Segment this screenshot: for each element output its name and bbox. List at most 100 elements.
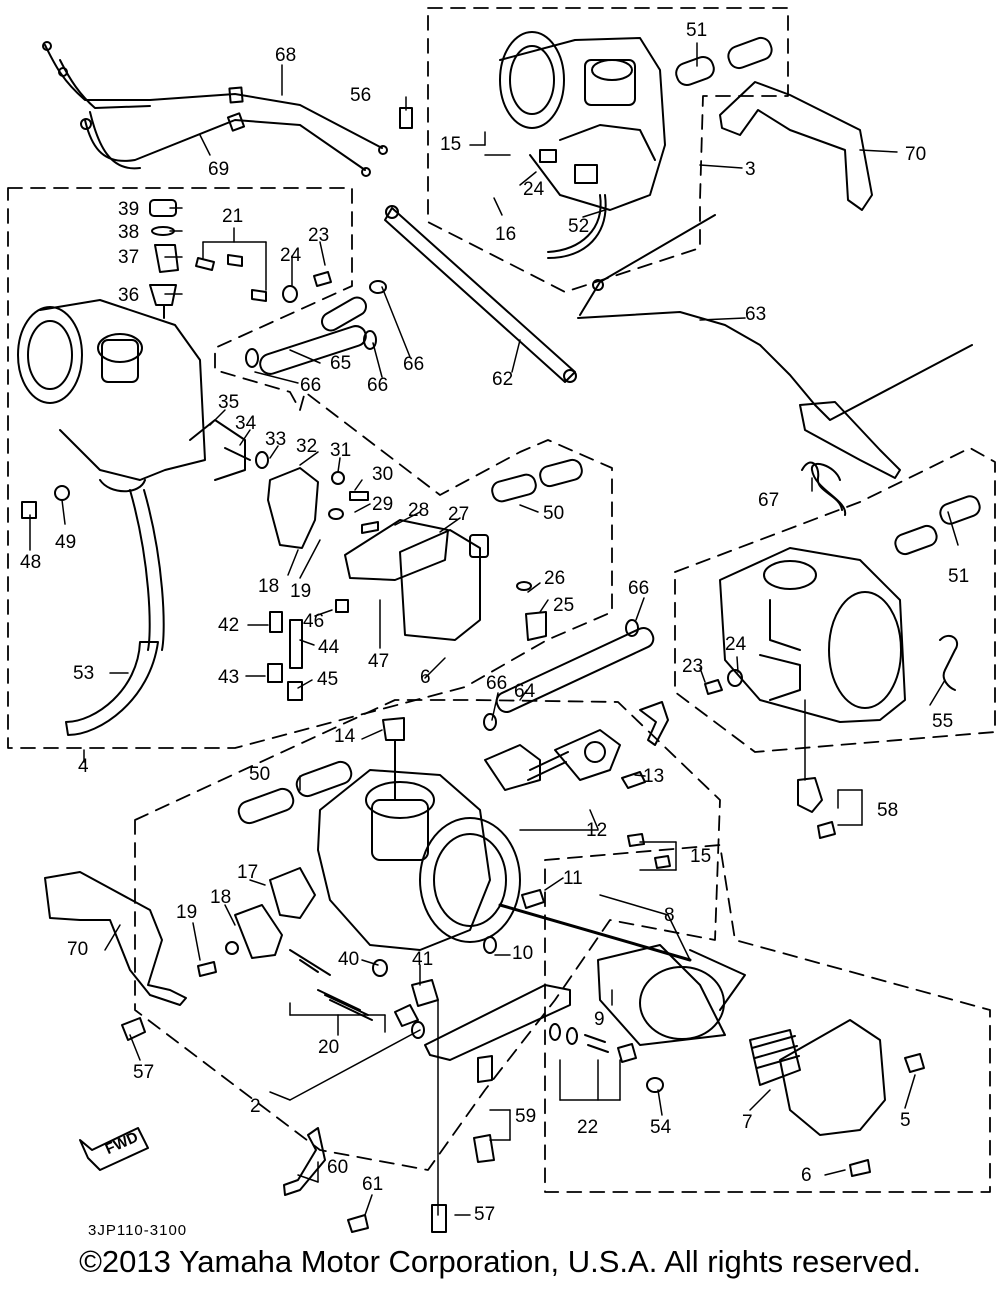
group-right-carb-outline — [674, 447, 996, 753]
group-4-outline — [7, 187, 613, 749]
callout-57: 57 — [133, 1062, 155, 1083]
callout-47: 47 — [368, 651, 390, 672]
callout-58: 58 — [877, 800, 899, 821]
callout-36: 36 — [118, 285, 140, 306]
hose-53 — [65, 641, 159, 736]
drawing-code: 3JP110-3100 — [88, 1222, 188, 1239]
callout-42: 42 — [218, 615, 240, 636]
callout-34: 34 — [235, 413, 257, 434]
callout-6: 6 — [801, 1165, 812, 1186]
leader-lines — [29, 42, 959, 1216]
callout-7: 7 — [742, 1112, 753, 1133]
callout-60: 60 — [327, 1157, 349, 1178]
callout-10: 10 — [512, 943, 534, 964]
carb-assembly-right — [719, 462, 906, 723]
callout-2: 2 — [250, 1096, 261, 1117]
parts-12-13 — [484, 701, 669, 791]
tubes-51-top — [675, 36, 773, 87]
callout-3: 3 — [745, 159, 756, 180]
callout-20: 20 — [318, 1037, 340, 1058]
screws-15-lower — [627, 833, 671, 869]
bracket-70-top — [719, 81, 873, 211]
callout-63: 63 — [745, 304, 767, 325]
tubes-50-lower — [237, 760, 353, 825]
callout-50: 50 — [249, 764, 271, 785]
callout-66: 66 — [486, 673, 508, 694]
callout-12: 12 — [586, 820, 608, 841]
callout-19: 19 — [290, 581, 312, 602]
callout-19: 19 — [176, 902, 198, 923]
clip-66-mid — [625, 619, 639, 637]
group-outlines — [7, 7, 996, 1193]
bracket-70-lower — [44, 871, 187, 1006]
callout-6: 6 — [420, 667, 431, 688]
callout-17: 17 — [237, 862, 259, 883]
callout-33: 33 — [265, 429, 287, 450]
callout-9: 9 — [594, 1009, 605, 1030]
callout-51: 51 — [686, 20, 708, 41]
callout-35: 35 — [218, 392, 240, 413]
callout-51: 51 — [948, 566, 970, 587]
callout-13: 13 — [643, 766, 665, 787]
callout-30: 30 — [372, 464, 394, 485]
callout-56: 56 — [350, 85, 372, 106]
plate-and-59 — [424, 984, 571, 1163]
callout-23: 23 — [682, 656, 704, 677]
callout-69: 69 — [208, 159, 230, 180]
parts-10-40-41 — [372, 936, 497, 1007]
callout-68: 68 — [275, 45, 297, 66]
callout-38: 38 — [118, 222, 140, 243]
callout-11: 11 — [563, 868, 583, 889]
callout-59: 59 — [515, 1106, 537, 1127]
clip-66-lower — [483, 713, 497, 731]
spring-67 — [801, 461, 843, 511]
callout-40: 40 — [338, 949, 360, 970]
callout-8: 8 — [664, 905, 675, 926]
bolt-57-lower — [431, 1204, 447, 1233]
screws-23-24-right — [704, 669, 743, 695]
callout-26: 26 — [544, 568, 566, 589]
callout-5: 5 — [900, 1110, 911, 1131]
callout-50: 50 — [543, 503, 565, 524]
clip-55 — [939, 634, 959, 691]
small-parts-42-46 — [267, 599, 349, 701]
callout-31: 31 — [330, 440, 352, 461]
tubes-51-right — [894, 495, 981, 556]
callout-53: 53 — [73, 663, 95, 684]
callout-39: 39 — [118, 199, 140, 220]
callout-15: 15 — [690, 846, 712, 867]
part-58 — [797, 777, 836, 839]
callout-66: 66 — [403, 354, 425, 375]
callout-61: 61 — [362, 1174, 384, 1195]
callout-43: 43 — [218, 667, 240, 688]
callout-54: 54 — [650, 1117, 672, 1138]
parts-60-61 — [283, 1127, 369, 1233]
callout-14: 14 — [334, 726, 356, 747]
callout-44: 44 — [318, 637, 340, 658]
bolt-56 — [399, 107, 413, 129]
callout-22: 22 — [577, 1117, 599, 1138]
callout-70: 70 — [905, 144, 927, 165]
tube-64 — [495, 626, 655, 714]
callout-65: 65 — [330, 353, 352, 374]
callout-66: 66 — [367, 375, 389, 396]
callout-29: 29 — [372, 494, 394, 515]
parts-25-26 — [516, 581, 547, 641]
parts-27-35 — [189, 419, 489, 641]
callout-16: 16 — [495, 224, 517, 245]
carb-assembly-top — [499, 31, 666, 259]
callout-18: 18 — [258, 576, 280, 597]
callout-55: 55 — [932, 711, 954, 732]
callout-24: 24 — [523, 179, 545, 200]
callout-18: 18 — [210, 887, 232, 908]
callout-32: 32 — [296, 436, 318, 457]
callout-37: 37 — [118, 247, 140, 268]
parts-8-9 — [498, 903, 746, 1046]
small-parts-left-stack — [149, 199, 179, 319]
tube-65 — [245, 280, 387, 375]
carb-assembly-lower — [317, 717, 521, 951]
parts-48-49 — [21, 485, 70, 519]
throttle-cables — [42, 41, 388, 177]
callout-49: 49 — [55, 532, 77, 553]
